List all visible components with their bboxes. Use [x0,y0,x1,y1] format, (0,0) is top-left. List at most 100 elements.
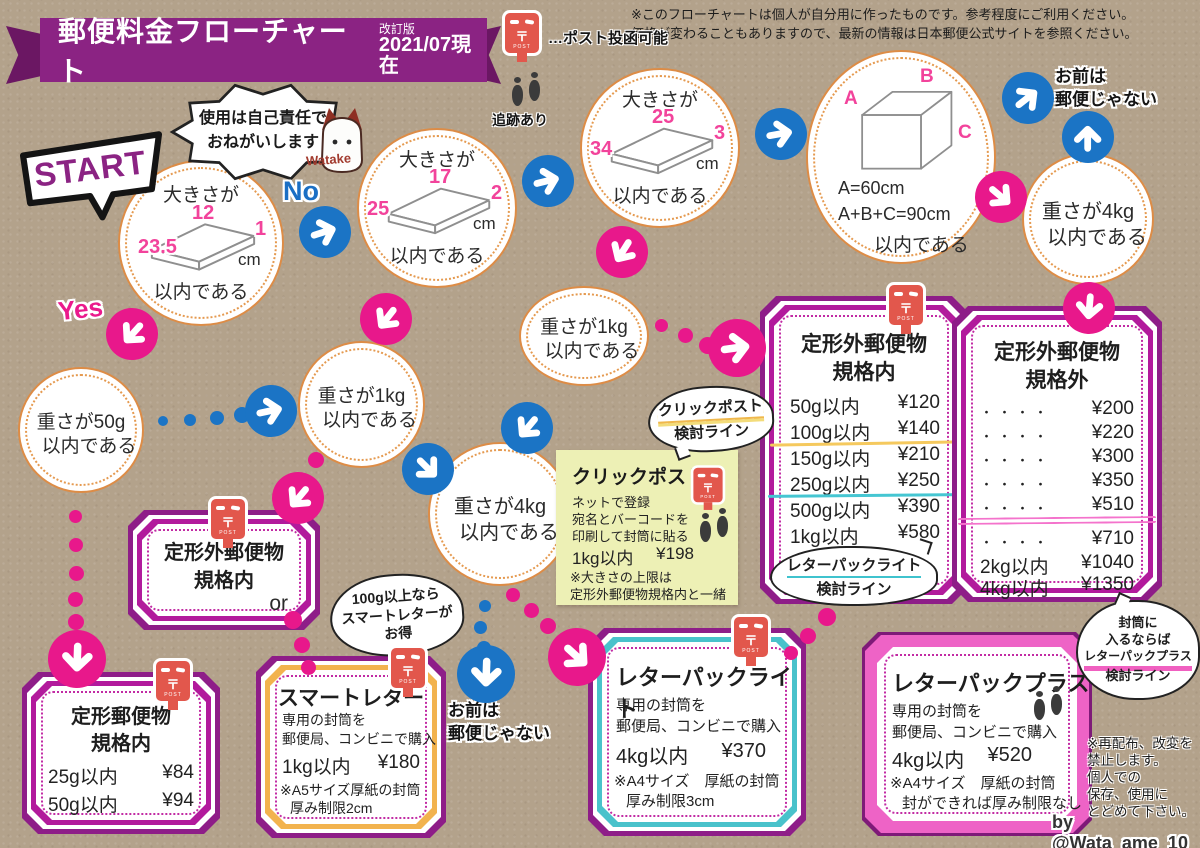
desc-line: 郵便局、コンビニで購入 [616,718,782,735]
path-dot [184,414,196,426]
price-row: 4kg以内¥370 [616,740,766,768]
dim-thickness: 1 [255,218,267,240]
table-row: 50g以内¥94 [48,790,194,816]
note-line: ※大きさの上限は [570,570,672,585]
path-dot [524,603,539,618]
decision-outro: 以内である [612,186,708,207]
path-dot [506,588,520,602]
bubble-line: レターパックプラス [1084,649,1192,668]
not-mail-line2: 郵便じゃない [1055,89,1157,109]
bubble-line: 入るならば [1105,632,1171,648]
desc-line: 印刷して封筒に貼る [572,529,689,544]
table-title2: 規格外 [1025,369,1089,392]
edition-label: 改訂版 [378,21,415,36]
path-dot [69,510,82,523]
decision-weight-4kg-right: 重さが4kg 以内である [1022,153,1154,285]
path-dot [68,614,84,630]
result-letterpack-plus: レターパックプラス 専用の封筒を 郵便局、コンビニで購入 4kg以内¥520 ※… [862,632,1092,836]
bubble-line: 検討ライン [673,421,750,443]
cat-mascot [316,104,368,176]
path-dot [69,566,84,581]
caution-line2: おねがいします [206,134,319,151]
dim-unit: cm [696,154,719,173]
decision-line2: 以内である [322,410,417,431]
desc-line: 宛名とバーコードを [572,512,690,527]
table-row: ・・・・¥300 [980,446,1134,468]
path-dot [210,411,224,425]
spiky-bubble-shape [169,83,357,181]
note-line: 封ができれば厚み制限なし [902,795,1083,812]
caution-bubble: 使用は自己責任で おねがいします [168,80,358,184]
caution-line1: 使用は自己責任で [198,110,327,127]
bubble-letterpack-plus-line: 封筒に 入るならば レターパックプラス 検討ライン [1076,600,1200,700]
result-title1: 定形郵便物 [71,706,171,728]
footprints-icon [1032,686,1066,724]
not-mail-line1: お前は [1055,67,1106,86]
bubble-line: 封筒に [1118,615,1158,631]
bubble-letterpack-light-line: レターパックライト 検討ライン [770,546,938,606]
decision-line1: 重さが4kg [453,496,547,518]
post-icon: 〒 POST [886,282,926,334]
dim-unit: cm [238,250,261,269]
post-icon: 〒 POST [731,614,771,666]
not-mail-top: お前は 郵便じゃない [1055,66,1157,112]
note-line: 定形外郵便物規格内と一緒 [570,587,727,602]
post-icon: 〒 POST [208,496,248,548]
dim-width: 17 [429,166,452,188]
dim-length: 25 [367,198,390,220]
arrow-no-right [240,380,302,442]
table-row: 150g以内¥210 [790,444,940,470]
yes-label: Yes [56,291,105,327]
start-node: START [16,126,166,238]
flat-parcel-graphic [604,118,720,178]
title-banner: 郵便料金フローチャート 改訂版 2021/07現在 [40,16,487,87]
decision-size-23-12-1: 大きさが 12 1 23.5 cm 以内である [118,160,284,326]
decision-line1: 重さが4kg [1041,201,1135,223]
decision-outro: 以内である [153,282,249,303]
legend-post-label: …ポスト投函可能 [548,30,669,47]
note-line: ※A5サイズ厚紙の封筒 [280,782,421,798]
top-disclaimer-line1: ※このフローチャートは個人が自分用に作ったものです。参考程度にご利用ください。 [631,7,1135,22]
result-title2: 規格内 [194,570,254,592]
path-dot [800,628,816,644]
decision-line2: 以内である [1047,227,1147,249]
top-disclaimer-line2: 価格が変わることもありますので、最新の情報は日本郵便公式サイトを参照ください。 [631,25,1138,41]
dim-thickness: 2 [491,182,503,204]
edge-a-label: A [844,88,858,109]
table-row: ・・・・¥710 [980,528,1134,550]
path-dot [818,608,836,626]
table-row: 100g以内¥140 [790,418,940,444]
edge-c-label: C [958,122,972,143]
path-dot [294,637,310,653]
table-title1: 定形外郵便物 [994,341,1120,364]
table-row: 500g以内¥390 [790,496,940,522]
bubble-clickpost-line: クリックポスト 検討ライン [646,382,776,456]
table-row: 25g以内¥84 [48,762,194,788]
bubble-line: お得 [383,624,413,643]
path-dot [301,660,316,675]
decision-intro: 大きさが [398,150,475,171]
decision-size-25-17-2: 大きさが 17 2 25 cm 以内である [357,128,517,288]
decision-line1: 重さが1kg [317,386,406,407]
decision-size-34-25-3: 大きさが 25 3 34 cm 以内である [580,68,740,228]
table-row: 50g以内¥120 [790,392,940,418]
box-rule1: A=60cm [838,178,905,198]
result-title2: 規格内 [91,733,151,755]
decision-line2: 以内である [544,341,640,362]
table-teikeigai-kikakugai: 定形外郵便物 規格外 ・・・・¥200 ・・・・¥220 ・・・・¥300 ・・… [952,306,1162,602]
table-row: 1kg以内¥580 [790,522,940,548]
path-dot [678,328,693,343]
arrow-no-notmail [991,61,1065,135]
result-title: レターパックライト [616,665,792,722]
price-row: 4kg以内¥520 [892,744,1032,772]
path-dot [784,646,798,660]
decision-weight-1kg-left: 重さが1kg 以内である [298,341,425,468]
table-row: ・・・・¥350 [980,470,1134,492]
table-row: ・・・・¥200 [980,398,1134,420]
arrow-no-right [292,199,358,265]
not-mail-line1: お前は [448,701,499,720]
decision-line1: 重さが50g [36,412,126,433]
dim-width: 12 [192,202,215,224]
note-line: ※A4サイズ 厚紙の封筒 [614,773,780,790]
price-row: 1kg以内¥198 [572,544,694,568]
